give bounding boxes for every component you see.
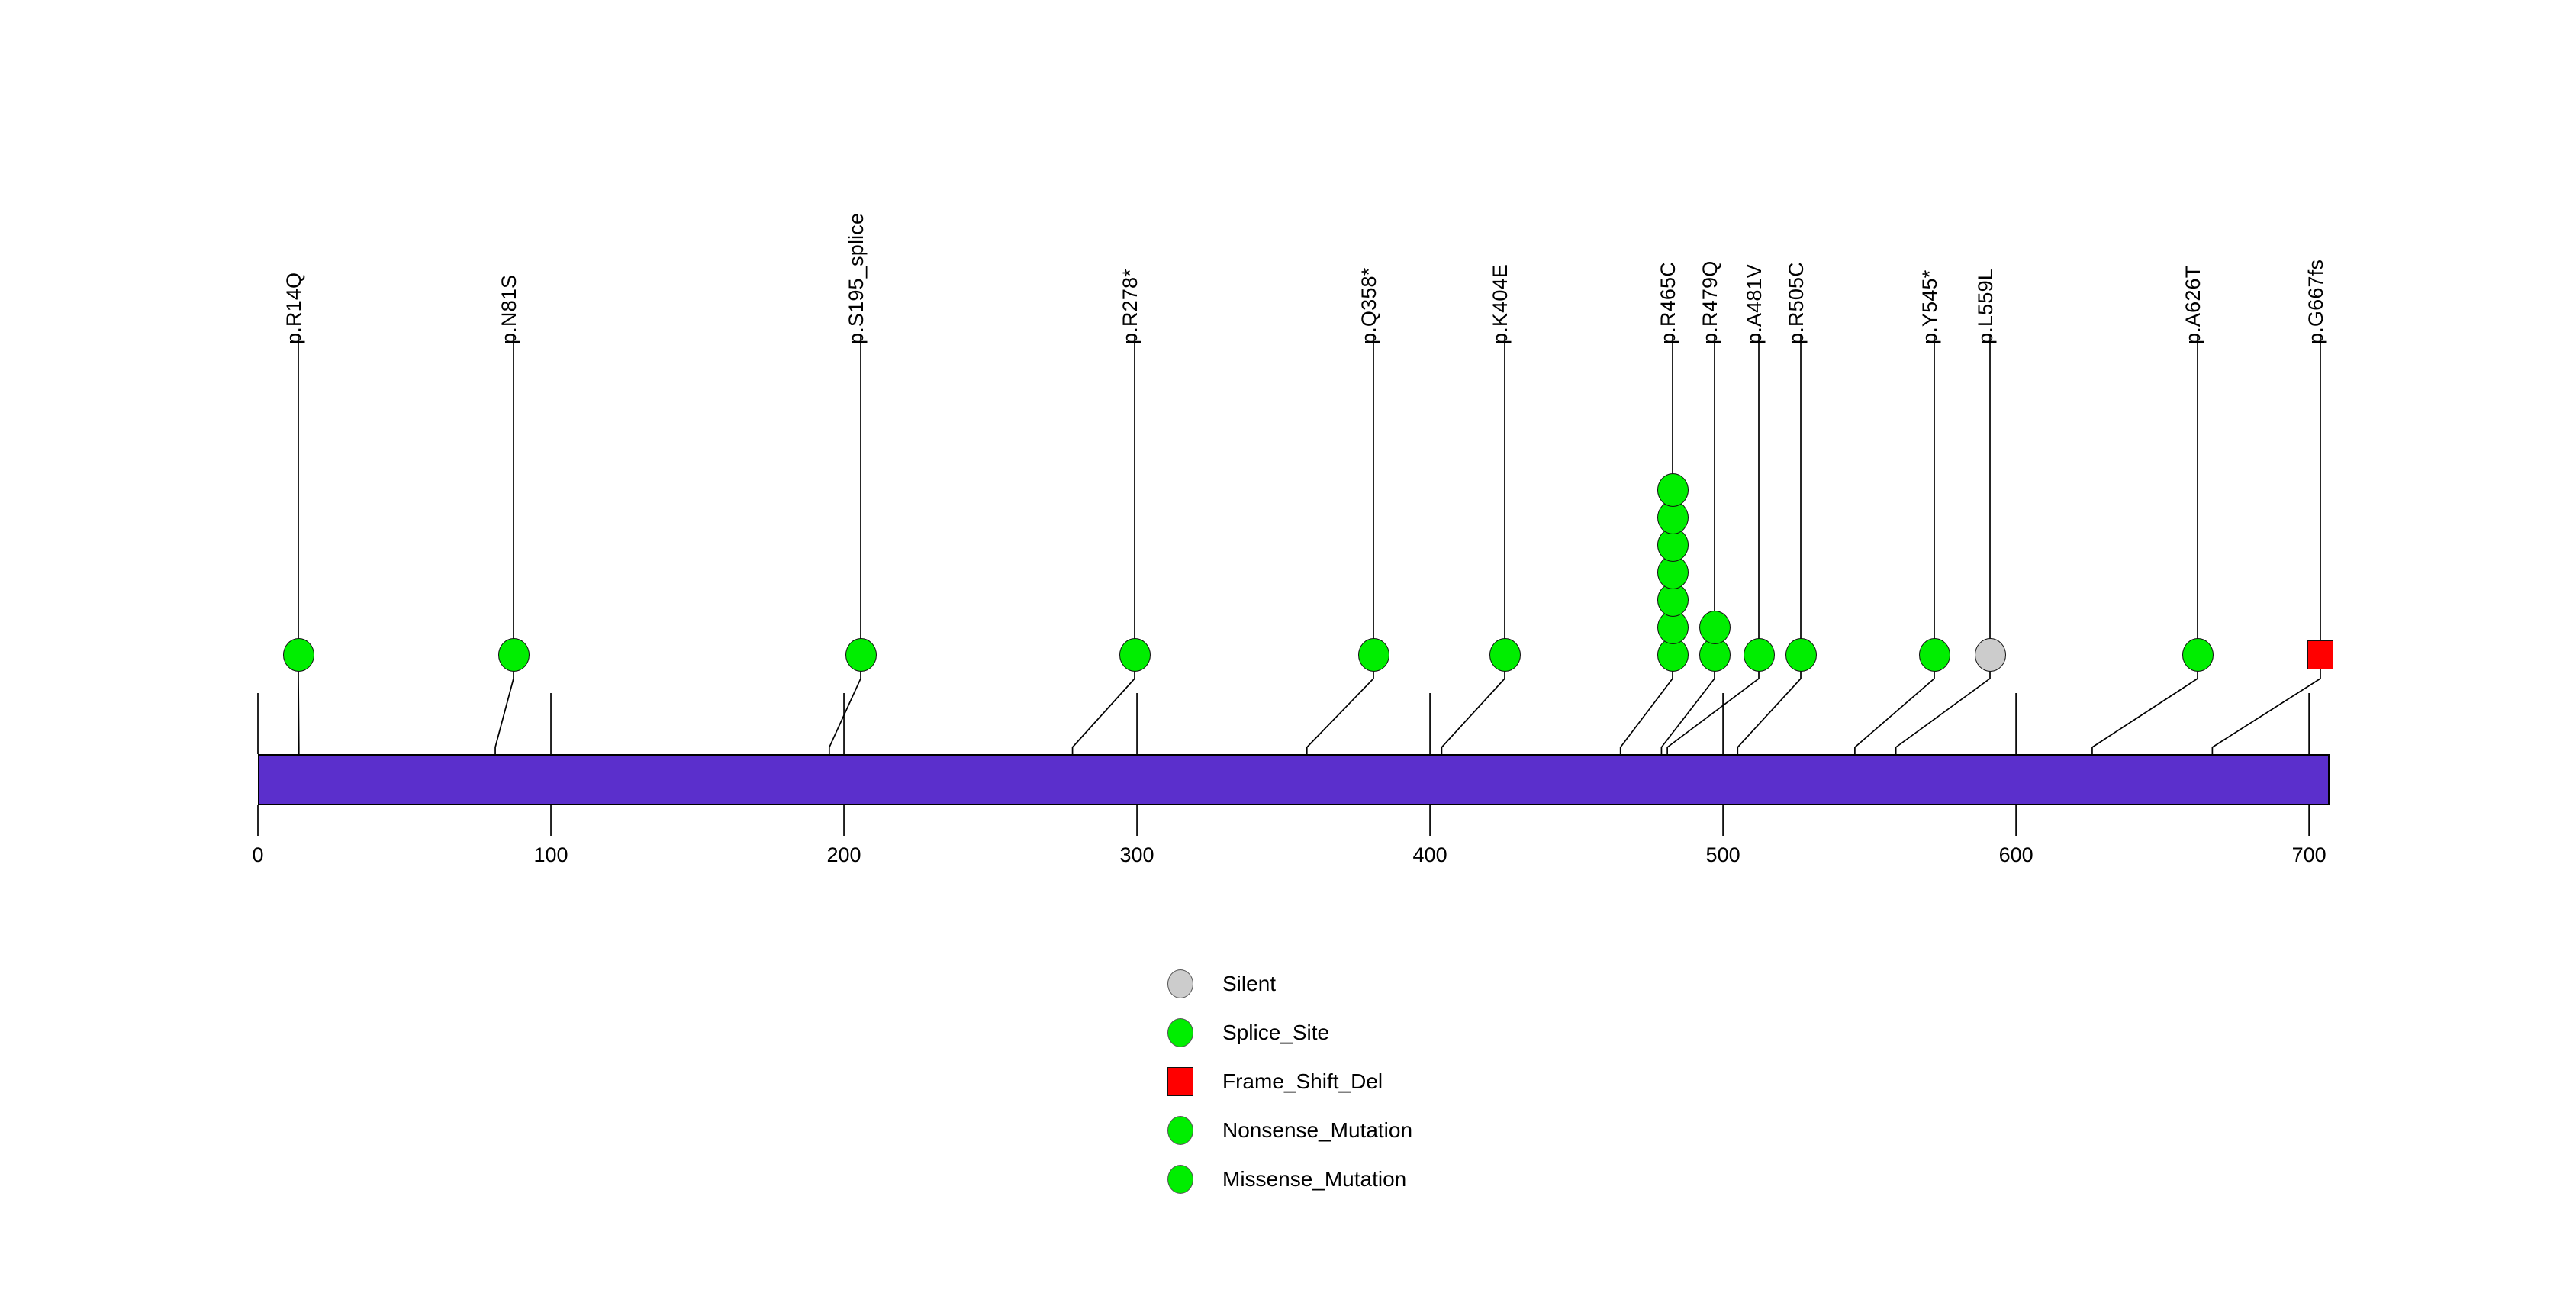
- mutation-pin-line: [298, 334, 300, 805]
- mutation-marker-circle[interactable]: [1785, 638, 1817, 672]
- mutation-pin-line: [1895, 334, 1991, 805]
- mutation-marker-circle[interactable]: [1657, 473, 1689, 507]
- mutation-pin-line: [1441, 334, 1505, 805]
- mutation-pin-line: [1071, 334, 1135, 805]
- mutation-label: p.R505C: [1785, 262, 1808, 344]
- legend-item[interactable]: Silent: [1167, 969, 1276, 998]
- mutation-marker-circle[interactable]: [1974, 638, 2006, 672]
- legend-swatch-circle: [1167, 1165, 1193, 1194]
- mutation-label: p.Y545*: [1918, 269, 1941, 344]
- legend-label: Nonsense_Mutation: [1222, 1118, 1413, 1142]
- legend-item[interactable]: Nonsense_Mutation: [1167, 1116, 1412, 1145]
- mutation-pin-line: [494, 334, 514, 805]
- mutation-label: p.R465C: [1657, 262, 1679, 344]
- mutation-marker-circle[interactable]: [1918, 638, 1950, 672]
- legend-label: Missense_Mutation: [1222, 1167, 1407, 1191]
- axis-tick-label: 300: [1119, 843, 1154, 866]
- legend-item[interactable]: Missense_Mutation: [1167, 1165, 1406, 1194]
- legend-label: Frame_Shift_Del: [1222, 1069, 1383, 1093]
- mutation-label: p.G667fs: [2304, 259, 2327, 344]
- legend-swatch-circle: [1167, 1018, 1193, 1047]
- mutation-label: p.S195_splice: [845, 212, 868, 344]
- mutation-label: p.L559L: [1974, 269, 1997, 344]
- mutation-label: p.R479Q: [1699, 260, 1721, 344]
- mutation-label: p.R278*: [1119, 269, 1141, 344]
- mutation-pin-line: [2091, 334, 2198, 805]
- legend-swatch-circle: [1167, 1116, 1193, 1145]
- mutation-marker-circle[interactable]: [1119, 638, 1151, 672]
- mutation-pin-line: [1306, 334, 1374, 805]
- axis-tick-label: 400: [1412, 843, 1447, 866]
- mutation-pin-line: [2211, 334, 2321, 805]
- legend-swatch-square: [1167, 1067, 1193, 1096]
- axis-tick-label: 700: [2291, 843, 2326, 866]
- protein-domain-bar: [258, 754, 2330, 805]
- axis-tick-label: 0: [252, 843, 264, 866]
- mutation-label: p.R14Q: [282, 272, 305, 344]
- mutation-label: p.A626T: [2182, 265, 2204, 344]
- axis-tick-label: 500: [1705, 843, 1740, 866]
- mutation-marker-square[interactable]: [2307, 640, 2333, 669]
- mutation-pin-line: [1854, 334, 1935, 805]
- mutation-marker-circle[interactable]: [1357, 638, 1389, 672]
- mutation-marker-circle[interactable]: [497, 638, 530, 672]
- mutation-label: p.K404E: [1489, 264, 1512, 344]
- mutation-marker-circle[interactable]: [282, 638, 314, 672]
- mutation-marker-circle[interactable]: [2182, 638, 2214, 672]
- mutation-marker-circle[interactable]: [1489, 638, 1521, 672]
- mutation-label: p.N81S: [497, 274, 520, 344]
- axis-tick-label: 100: [533, 843, 568, 866]
- legend-label: Splice_Site: [1222, 1021, 1330, 1044]
- mutation-pin-line: [1737, 334, 1802, 805]
- legend-label: Silent: [1222, 972, 1277, 995]
- legend-swatch-circle: [1167, 969, 1193, 998]
- mutation-marker-circle[interactable]: [845, 638, 877, 672]
- mutation-label: p.A481V: [1743, 264, 1766, 344]
- mutation-pin-line: [828, 334, 861, 805]
- legend-item[interactable]: Splice_Site: [1167, 1018, 1329, 1047]
- mutation-marker-circle[interactable]: [1743, 638, 1775, 672]
- mutation-label: p.Q358*: [1357, 267, 1380, 344]
- mutation-marker-circle[interactable]: [1699, 611, 1731, 644]
- axis-tick-label: 600: [1998, 843, 2033, 866]
- legend-item[interactable]: Frame_Shift_Del: [1167, 1067, 1383, 1096]
- axis-tick-label: 200: [826, 843, 861, 866]
